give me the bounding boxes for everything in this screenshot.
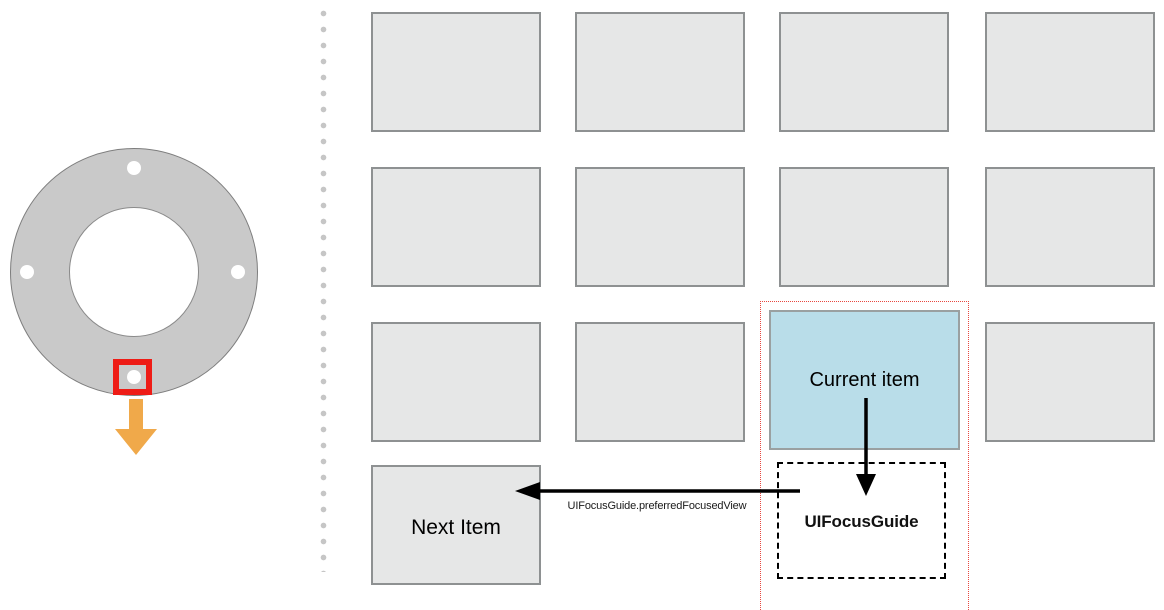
grid-card-r3c1[interactable] xyxy=(371,322,541,442)
grid-card-r2c1[interactable] xyxy=(371,167,541,287)
next-item-label: Next Item xyxy=(411,516,501,539)
current-item-card[interactable]: Current item xyxy=(769,310,960,450)
grid-card-r1c1[interactable] xyxy=(371,12,541,132)
focus-guide-label: UIFocusGuide xyxy=(804,512,919,531)
dpad-center-hole xyxy=(69,207,199,337)
focus-region-outline xyxy=(760,301,969,610)
dpad-down-button[interactable] xyxy=(127,370,141,384)
down-direction-arrow-icon xyxy=(112,399,160,457)
grid-card-r1c4[interactable] xyxy=(985,12,1155,132)
grid-card-r2c3[interactable] xyxy=(779,167,949,287)
dpad-up-button[interactable] xyxy=(127,161,141,175)
grid-card-r3c4[interactable] xyxy=(985,322,1155,442)
grid-card-r2c2[interactable] xyxy=(575,167,745,287)
dpad-right-button[interactable] xyxy=(231,265,245,279)
grid-card-r1c2[interactable] xyxy=(575,12,745,132)
preferred-focused-view-label: UIFocusGuide.preferredFocusedView xyxy=(567,500,747,512)
focus-guide-box xyxy=(777,462,946,579)
current-item-label: Current item xyxy=(809,369,920,391)
next-item-card[interactable]: Next Item xyxy=(371,465,541,585)
panel-divider xyxy=(320,10,327,572)
remote-panel xyxy=(0,0,300,610)
preferred-focused-view-arrow-icon xyxy=(515,482,800,500)
grid-card-r3c2[interactable] xyxy=(575,322,745,442)
dpad-left-button[interactable] xyxy=(20,265,34,279)
grid-card-r1c3[interactable] xyxy=(779,12,949,132)
dpad-down-highlight xyxy=(113,359,152,395)
grid-card-r2c4[interactable] xyxy=(985,167,1155,287)
